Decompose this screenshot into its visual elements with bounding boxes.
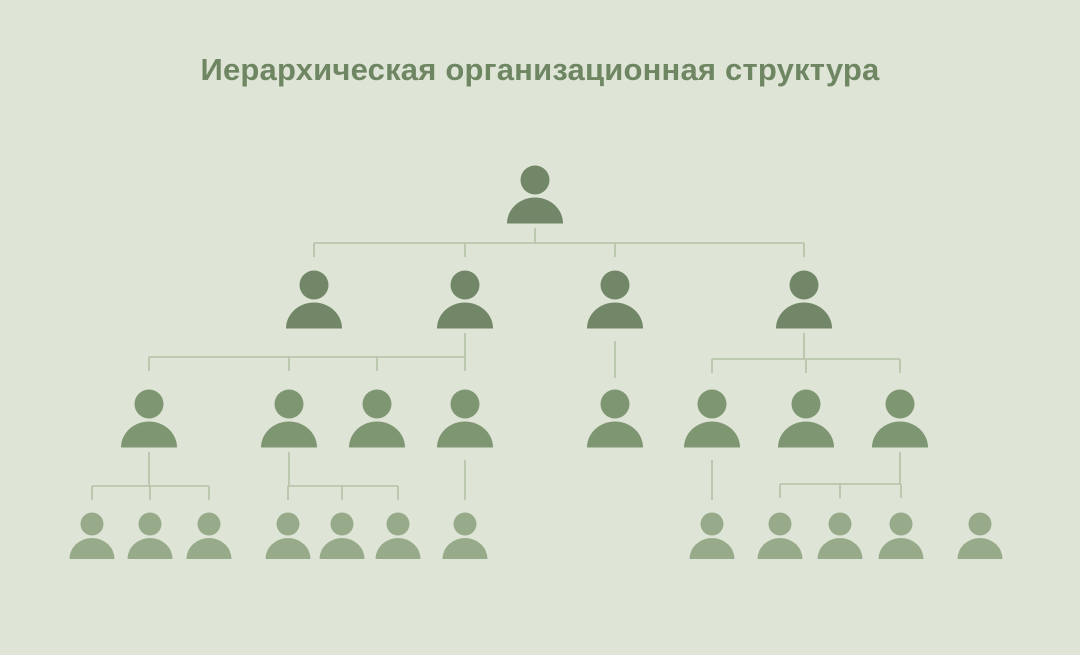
- person-icon: [872, 389, 928, 448]
- person-body: [878, 538, 924, 559]
- person-body: [186, 538, 232, 559]
- person-icon: [186, 512, 232, 559]
- person-head: [789, 270, 819, 300]
- person-head: [600, 389, 630, 419]
- page-title: Иерархическая организационная структура: [200, 52, 880, 87]
- person-icon: [817, 512, 863, 559]
- person-head: [768, 512, 792, 536]
- person-body: [872, 421, 928, 448]
- person-body: [587, 302, 643, 329]
- person-head: [700, 512, 724, 536]
- person-body: [375, 538, 421, 559]
- person-icon: [121, 389, 177, 448]
- person-body: [319, 538, 365, 559]
- person-head: [299, 270, 329, 300]
- person-head: [362, 389, 392, 419]
- person-icon: [437, 270, 493, 329]
- person-body: [689, 538, 735, 559]
- person-icon: [689, 512, 735, 559]
- person-body: [757, 538, 803, 559]
- person-head: [330, 512, 354, 536]
- person-head: [386, 512, 410, 536]
- person-icon: [319, 512, 365, 559]
- person-body: [684, 421, 740, 448]
- person-icon: [442, 512, 488, 559]
- person-head: [520, 165, 550, 195]
- person-icon: [437, 389, 493, 448]
- person-icon: [507, 165, 563, 224]
- person-head: [828, 512, 852, 536]
- person-head: [453, 512, 477, 536]
- person-icon: [776, 270, 832, 329]
- person-body: [121, 421, 177, 448]
- person-body: [349, 421, 405, 448]
- person-icon: [587, 270, 643, 329]
- person-icon: [265, 512, 311, 559]
- person-icon: [878, 512, 924, 559]
- person-icon: [778, 389, 834, 448]
- person-body: [778, 421, 834, 448]
- person-icon: [957, 512, 1003, 559]
- person-icon: [757, 512, 803, 559]
- person-body: [265, 538, 311, 559]
- person-body: [507, 197, 563, 224]
- person-body: [957, 538, 1003, 559]
- person-body: [437, 421, 493, 448]
- person-icon: [349, 389, 405, 448]
- person-body: [437, 302, 493, 329]
- person-head: [138, 512, 162, 536]
- person-body: [776, 302, 832, 329]
- person-head: [276, 512, 300, 536]
- person-icon: [684, 389, 740, 448]
- person-body: [442, 538, 488, 559]
- person-head: [889, 512, 913, 536]
- person-head: [697, 389, 727, 419]
- person-body: [69, 538, 115, 559]
- person-icon: [375, 512, 421, 559]
- person-head: [791, 389, 821, 419]
- person-body: [587, 421, 643, 448]
- person-head: [968, 512, 992, 536]
- person-head: [885, 389, 915, 419]
- person-icon: [127, 512, 173, 559]
- person-icon: [587, 389, 643, 448]
- person-icon: [261, 389, 318, 448]
- person-head: [134, 389, 164, 419]
- person-head: [450, 270, 480, 300]
- person-body: [261, 421, 318, 448]
- person-icon: [69, 512, 115, 559]
- person-head: [600, 270, 630, 300]
- person-body: [127, 538, 173, 559]
- person-head: [450, 389, 480, 419]
- person-body: [286, 302, 342, 329]
- person-body: [817, 538, 863, 559]
- person-head: [197, 512, 221, 536]
- person-head: [274, 389, 304, 419]
- person-icon: [286, 270, 342, 329]
- person-head: [80, 512, 104, 536]
